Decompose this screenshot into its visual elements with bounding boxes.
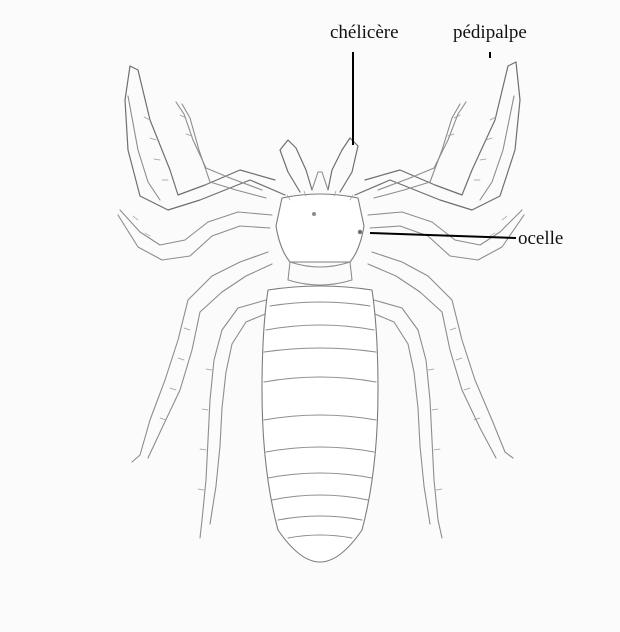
chelicera-right: [328, 138, 358, 192]
leg-left-3: [200, 300, 266, 538]
label-pedipalpe: pédipalpe: [453, 23, 527, 42]
pedipalp-left: [125, 66, 285, 210]
leg-right-1: [368, 210, 522, 245]
label-chelicere: chélicère: [330, 23, 399, 42]
prosoma: [276, 194, 364, 262]
pedipalp-right: [355, 62, 520, 210]
leg-left-2: [132, 252, 268, 462]
head-prosoma: [276, 138, 364, 285]
leg-right-2: [372, 252, 513, 458]
ocellus-left: [312, 212, 316, 216]
legs-left: [118, 66, 285, 538]
legs-right: [355, 62, 524, 538]
label-ocelle: ocelle: [518, 229, 563, 248]
ocellus-right: [358, 230, 362, 234]
chelicera-left: [280, 140, 312, 192]
leg-right-3: [374, 300, 442, 538]
abdomen-opisthosoma: [262, 286, 378, 562]
leg-left-1: [120, 210, 272, 245]
